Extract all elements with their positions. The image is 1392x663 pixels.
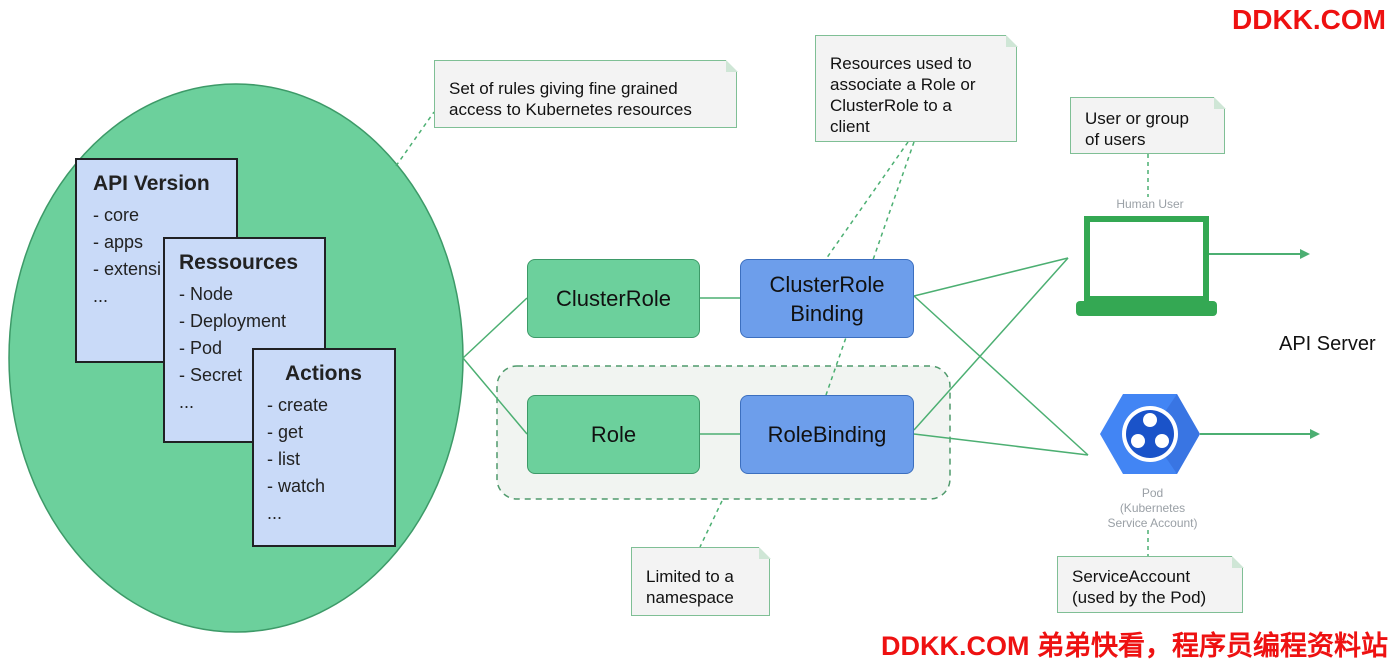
resources-item: - Node bbox=[179, 284, 234, 304]
api-server-label: API Server bbox=[1279, 333, 1376, 355]
human-user-label: Human User bbox=[1116, 197, 1184, 211]
namespace-note-line: Limited to a bbox=[646, 567, 734, 586]
service-account-note-line: ServiceAccount bbox=[1072, 567, 1191, 586]
role-binding-node: RoleBinding bbox=[740, 395, 914, 474]
actions-item: - list bbox=[267, 449, 300, 469]
actions-item: - get bbox=[267, 422, 304, 442]
namespace-note-line: namespace bbox=[646, 588, 734, 607]
pod-label-line: Service Account) bbox=[1107, 516, 1198, 530]
watermark-top: DDKK.COM bbox=[1232, 4, 1386, 35]
crb-to-pod-line bbox=[913, 295, 1089, 456]
role-label: Role bbox=[590, 422, 637, 447]
user-note-line: User or group bbox=[1085, 109, 1189, 128]
binding-connector-crb bbox=[825, 141, 909, 260]
cluster-role-binding-label-1: ClusterRole bbox=[769, 271, 885, 297]
api-version-item: - core bbox=[93, 205, 140, 225]
service-account-note-line: (used by the Pod) bbox=[1072, 588, 1207, 607]
resources-item: ... bbox=[179, 392, 195, 412]
binding-note-line: Resources used to bbox=[830, 54, 972, 73]
api-version-title: API Version bbox=[93, 172, 210, 195]
cluster-role-binding-label-2: Binding bbox=[790, 300, 864, 326]
resources-item: - Secret bbox=[179, 365, 243, 385]
ellipse-to-clusterrole-line bbox=[462, 297, 528, 359]
cluster-role-node: ClusterRole bbox=[527, 259, 700, 338]
actions-item: - create bbox=[267, 395, 329, 415]
namespace-connector bbox=[699, 500, 723, 548]
binding-note-line: associate a Role or bbox=[830, 75, 976, 94]
resources-item: - Pod bbox=[179, 338, 223, 358]
actions-card: Actions - create - get - list - watch ..… bbox=[252, 348, 396, 547]
ellipse-to-role-line bbox=[462, 357, 528, 435]
role-node: Role bbox=[527, 395, 700, 474]
user-note-line: of users bbox=[1085, 130, 1146, 149]
api-version-item: - extensi bbox=[93, 259, 162, 279]
rules-connector bbox=[395, 111, 435, 167]
resources-title: Ressources bbox=[179, 251, 299, 274]
cluster-role-binding-node: ClusterRole Binding bbox=[740, 259, 914, 338]
api-version-item: ... bbox=[93, 286, 109, 306]
user-note: User or group of users bbox=[1070, 96, 1226, 154]
binding-note-line: client bbox=[830, 117, 870, 136]
watermark-bottom: DDKK.COM 弟弟快看，程序员编程资料站 bbox=[881, 631, 1388, 661]
rules-note: Set of rules giving fine grained access … bbox=[434, 59, 738, 128]
rb-to-pod-line bbox=[913, 433, 1089, 456]
actions-item: ... bbox=[267, 503, 283, 523]
cluster-role-label: ClusterRole bbox=[556, 286, 671, 311]
api-version-item: - apps bbox=[93, 232, 144, 252]
rules-note-line: access to Kubernetes resources bbox=[449, 100, 692, 119]
resources-item: - Deployment bbox=[179, 311, 287, 331]
actions-item: - watch bbox=[267, 476, 326, 496]
service-account-note: ServiceAccount (used by the Pod) bbox=[1057, 555, 1244, 613]
namespace-note: Limited to a namespace bbox=[631, 546, 771, 616]
actions-title: Actions bbox=[284, 362, 362, 385]
rb-to-user-line bbox=[913, 257, 1069, 431]
pod-label: Pod (Kubernetes Service Account) bbox=[1090, 486, 1215, 531]
pod-label-line: (Kubernetes bbox=[1119, 501, 1186, 515]
binding-note-line: ClusterRole to a bbox=[830, 96, 952, 115]
role-binding-label: RoleBinding bbox=[767, 422, 887, 447]
crb-to-user-line bbox=[913, 257, 1069, 297]
binding-note: Resources used to associate a Role or Cl… bbox=[815, 34, 1018, 142]
api-version-card: API Version - core - apps - extensi ... bbox=[75, 158, 238, 363]
rules-note-line: Set of rules giving fine grained bbox=[449, 79, 678, 98]
pod-label-line: Pod bbox=[1141, 486, 1164, 500]
laptop-icon bbox=[1076, 216, 1217, 316]
pod-hexagon-icon bbox=[1100, 394, 1200, 474]
